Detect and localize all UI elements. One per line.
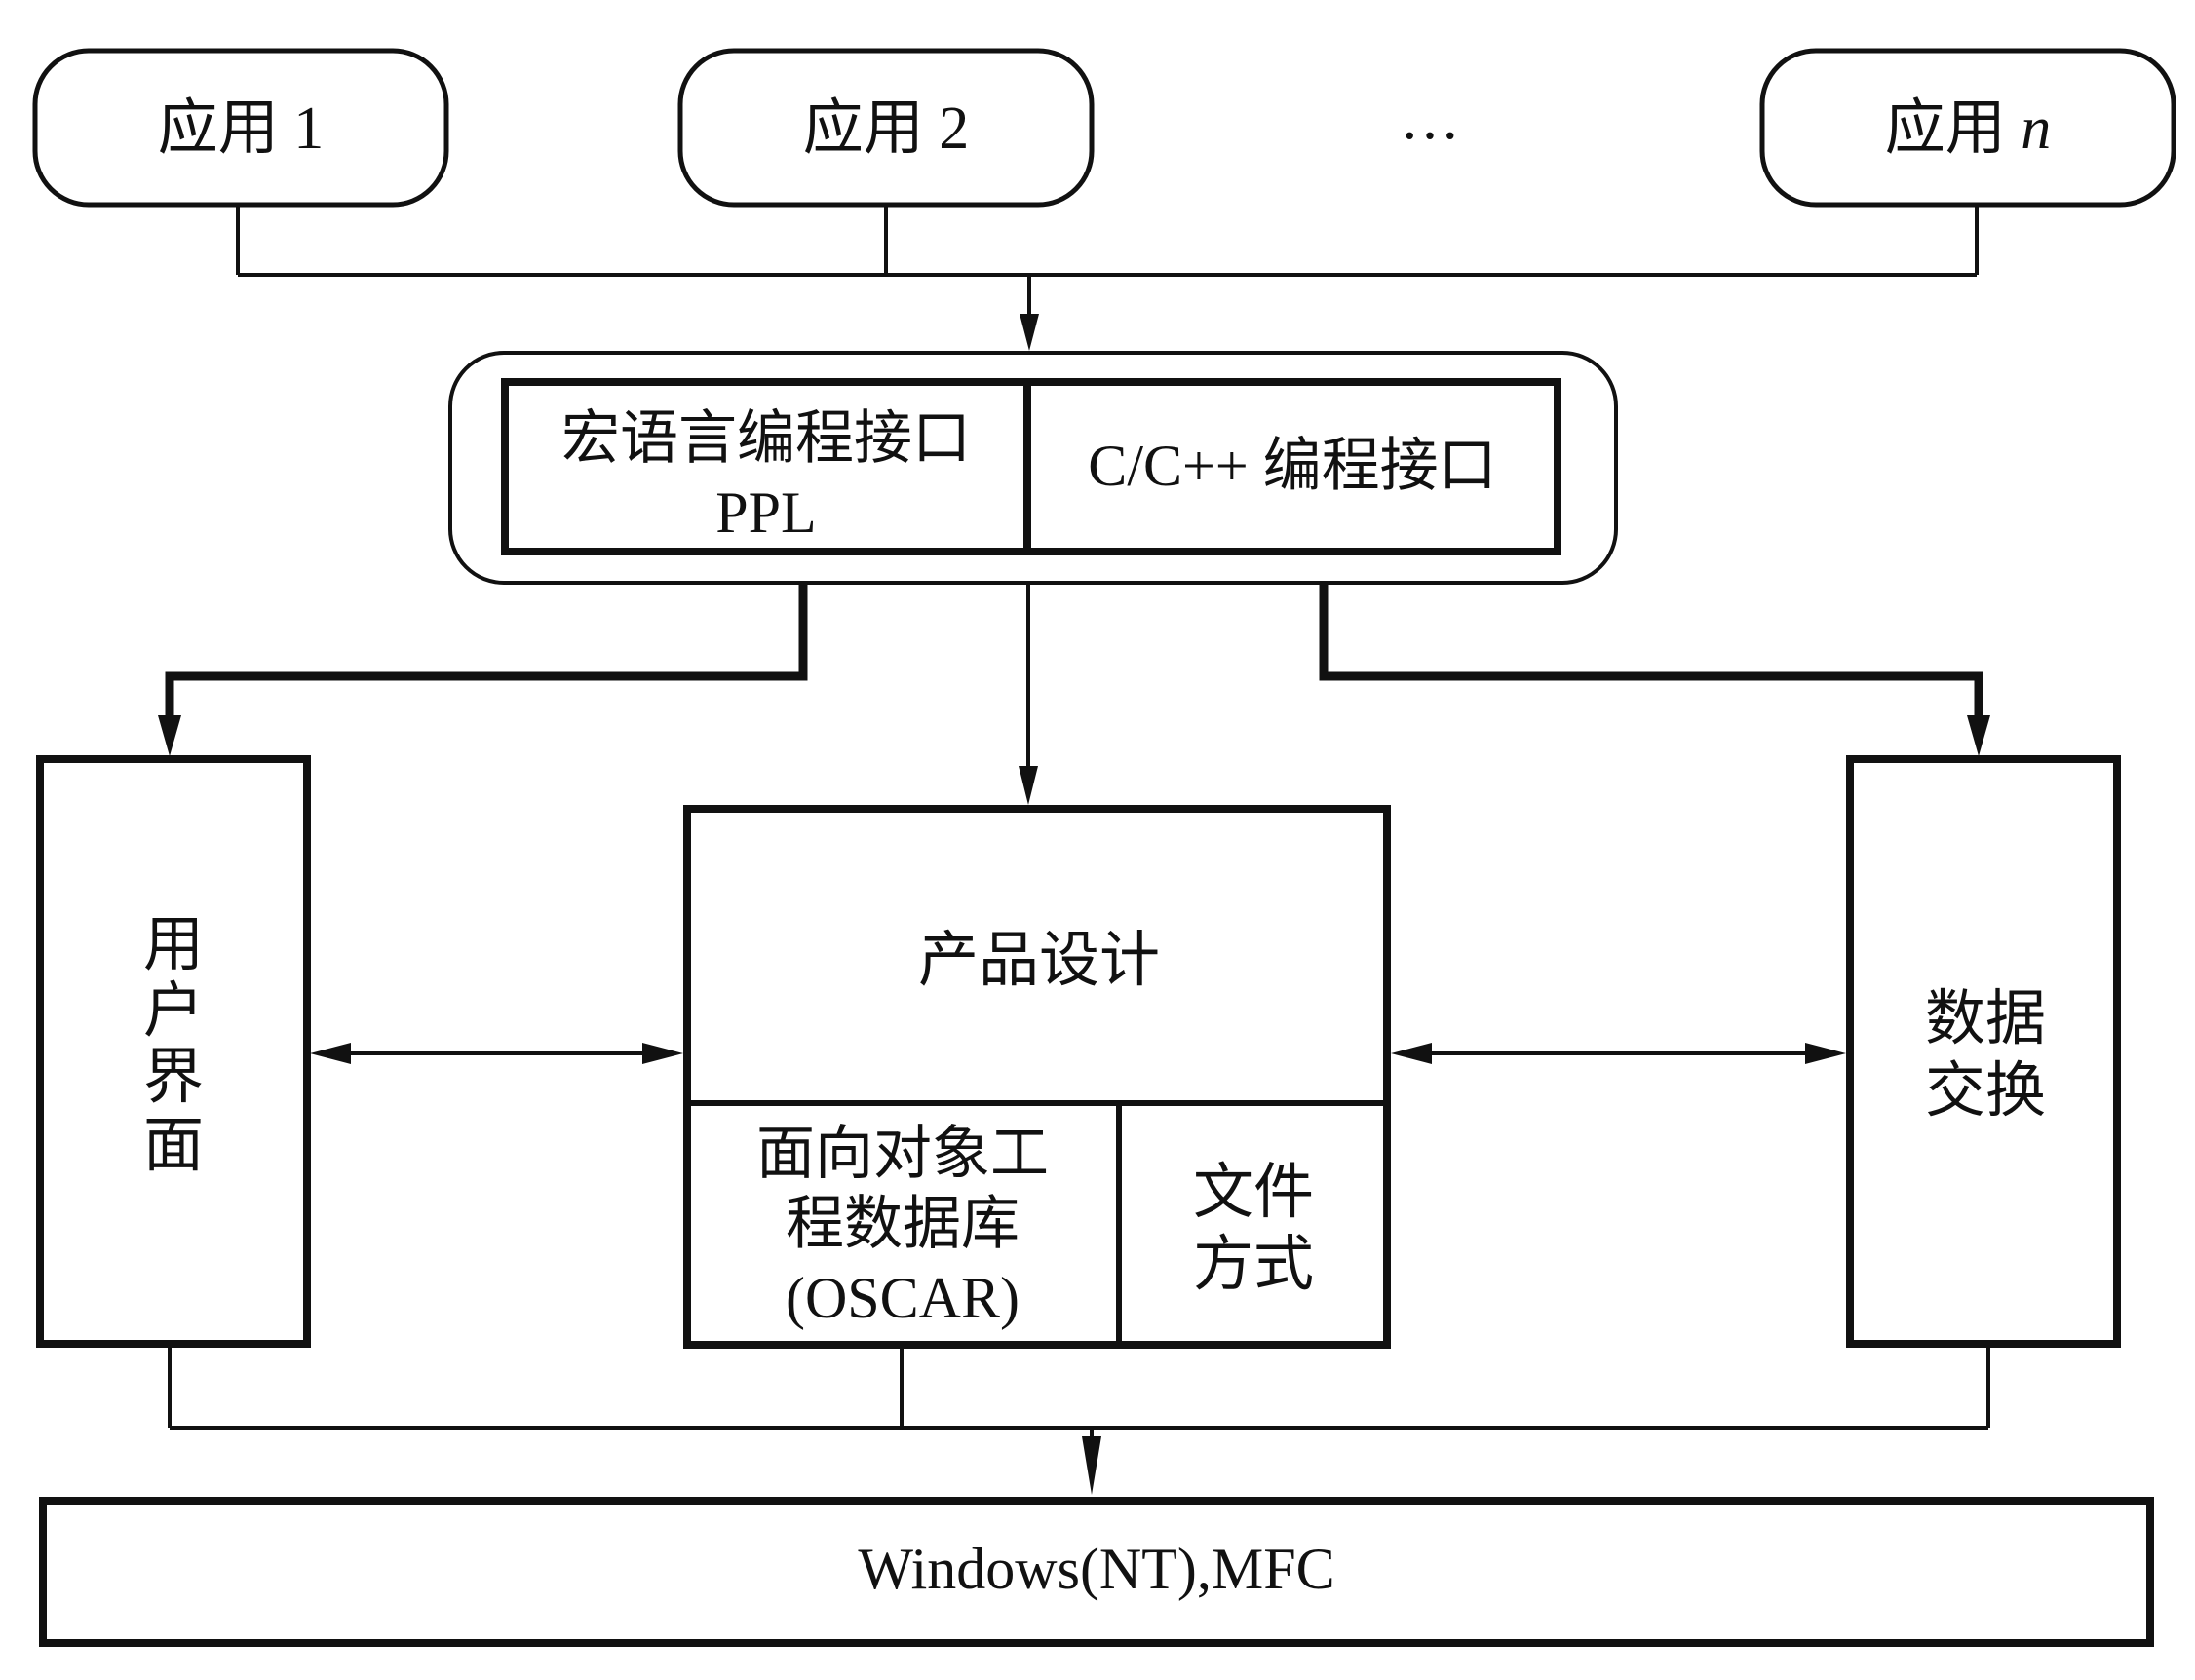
arrowhead-to-platform [1082, 1436, 1101, 1495]
product-design-title: 产品设计 [918, 928, 1160, 994]
app1-label: 应用 1 [158, 95, 325, 162]
appn-label: 应用 n [1885, 95, 2052, 162]
ui-product-arrowhead-right [642, 1043, 683, 1064]
product-design-box [683, 805, 1391, 1349]
file-mode-line2: 方式 [1193, 1232, 1314, 1298]
platform-connector [168, 1348, 1990, 1462]
apps-connector [236, 205, 1979, 341]
app2-label: 应用 2 [803, 95, 970, 162]
interface-connectors [165, 585, 1983, 770]
product-exchange-arrowhead-left [1391, 1043, 1432, 1064]
arrowhead-to-interfaces [1020, 314, 1039, 351]
user-interface-char-1: 用 [143, 912, 204, 978]
cpp-interface-label: C/C++ 编程接口 [1088, 434, 1496, 498]
user-interface-char-2: 户 [143, 978, 204, 1045]
file-mode-line1: 文件 [1193, 1160, 1314, 1226]
oo-database-line1: 面向对象工 [756, 1122, 1049, 1186]
data-exchange-line2: 交换 [1925, 1058, 2046, 1125]
macro-interface-label: 宏语言编程接口 [561, 406, 971, 471]
platform-label: Windows(NT),MFC [858, 1537, 1334, 1601]
arrowhead-to-data-exchange [1967, 715, 1990, 756]
cpp-interface-box [1023, 378, 1561, 555]
data-exchange-line1: 数据 [1925, 986, 2046, 1052]
oo-database-line2: 程数据库 [786, 1192, 1020, 1256]
user-interface-char-3: 界 [143, 1045, 204, 1111]
user-interface-box [36, 755, 311, 1348]
appn-box [1759, 48, 2176, 208]
apps-ellipsis: … [1400, 86, 1460, 152]
ui-product-arrowhead-left [310, 1043, 351, 1064]
product-exchange-arrowhead-right [1805, 1043, 1846, 1064]
macro-interface-box [501, 378, 1031, 555]
oo-database-line3: (OSCAR) [786, 1266, 1020, 1330]
macro-interface-ppl: PPL [715, 480, 816, 545]
arrowhead-to-product-design [1019, 766, 1038, 805]
arrowhead-to-user-interface [158, 715, 181, 756]
user-interface-char-4: 面 [143, 1113, 204, 1179]
platform-box [39, 1497, 2154, 1647]
app1-box [32, 48, 449, 208]
data-exchange-box [1846, 755, 2121, 1348]
